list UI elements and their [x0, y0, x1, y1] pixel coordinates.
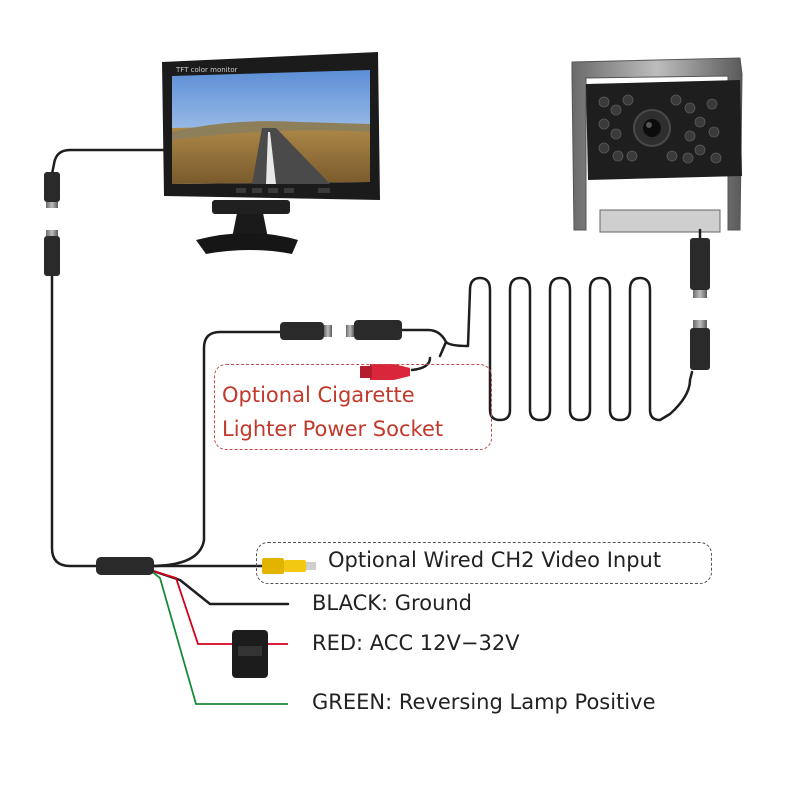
- cigarette-callout-line1: Optional Cigarette: [222, 383, 415, 407]
- coiled-extension-cable: [444, 276, 694, 422]
- junction-block: [96, 557, 154, 575]
- aviation-connector-icon: [690, 238, 710, 370]
- fuse-icon: [232, 630, 268, 678]
- cigarette-callout-line2: Lighter Power Socket: [222, 417, 444, 441]
- left-main-cable: [50, 274, 98, 568]
- power-branch-cable: [148, 330, 282, 568]
- green-wire-label: GREEN: Reversing Lamp Positive: [312, 690, 656, 714]
- socket-lead: [410, 356, 432, 372]
- video-input-label: Optional Wired CH2 Video Input: [328, 548, 662, 572]
- red-acc-wire: [149, 569, 232, 645]
- red-wire-label: RED: ACC 12V−32V: [312, 631, 520, 655]
- camera-icon: [571, 57, 743, 233]
- aviation-connector-icon: [280, 320, 402, 340]
- monitor-screen-text: TFT color monitor: [175, 66, 238, 74]
- green-reverse-wire: [149, 569, 288, 705]
- cigarette-plug-icon: [360, 364, 410, 380]
- camera-side-joint: [400, 328, 448, 358]
- aviation-connector-icon: [44, 172, 60, 276]
- black-wire-label: BLACK: Ground: [312, 591, 473, 615]
- cigarette-socket-callout: [214, 364, 492, 450]
- video-input-callout: [256, 542, 712, 584]
- rca-connector-icon: [262, 558, 316, 574]
- monitor-icon: [162, 52, 380, 254]
- monitor-cable: [50, 148, 166, 176]
